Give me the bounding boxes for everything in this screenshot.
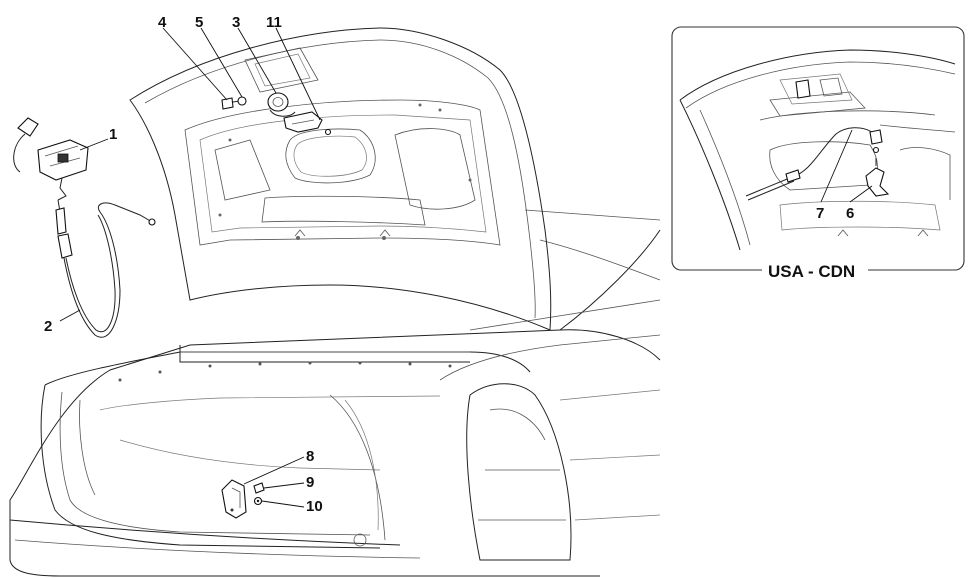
callout-8: 8: [306, 448, 314, 465]
part-9-screw: [253, 482, 265, 494]
part-1-lock-actuator: [13, 117, 89, 213]
callout-6: 6: [846, 205, 854, 222]
part-5-washer: [237, 96, 247, 106]
callout-7: 7: [816, 205, 824, 222]
callout-5: 5: [195, 14, 203, 31]
callout-1: 1: [109, 126, 117, 143]
part-10-nut: [253, 496, 263, 506]
callout-3: 3: [232, 14, 240, 31]
inset-usa-cdn: 7 6 USA - CDN: [671, 26, 965, 281]
callout-2: 2: [44, 318, 52, 335]
part-11-latch-bracket: [283, 111, 332, 136]
car-body-illustration: [9, 209, 661, 577]
inset-region-label: USA - CDN: [768, 262, 855, 281]
callout-4: 4: [158, 14, 167, 31]
part-3-lock-cylinder: [267, 92, 296, 117]
trunk-lid-illustration: [129, 27, 552, 331]
part-8-striker-bracket: [221, 479, 247, 519]
callout-10: 10: [306, 498, 323, 515]
leader-lines: [59, 27, 321, 508]
part-2-release-cable: [55, 202, 156, 338]
callout-11: 11: [266, 14, 282, 31]
callout-9: 9: [306, 474, 314, 491]
